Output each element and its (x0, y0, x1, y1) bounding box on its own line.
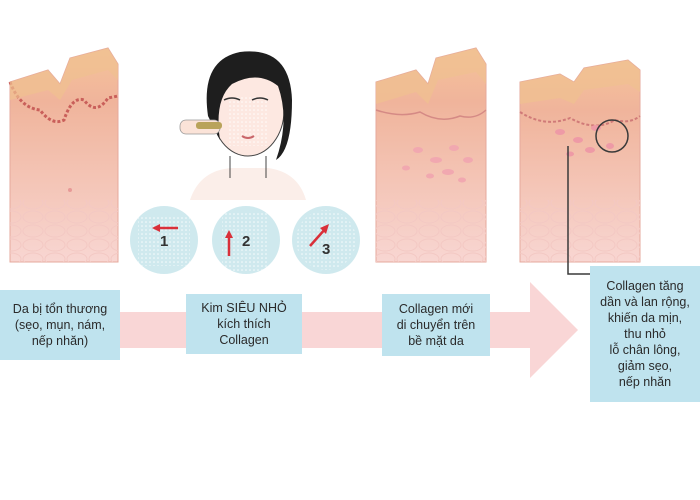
label-collagen-spread: Collagen tăng dần và lan rộng, khiến da … (590, 266, 700, 402)
label-micro-needle-text: Kim SIÊU NHỎ kích thích Collagen (201, 301, 287, 347)
skin-block-collagen-spread (519, 59, 641, 275)
step-number-2: 2 (242, 233, 250, 250)
step-circle-3 (292, 206, 360, 274)
step-circle-2 (212, 206, 280, 274)
label-new-collagen: Collagen mới di chuyển trên bề mặt da (382, 294, 490, 356)
label-micro-needle: Kim SIÊU NHỎ kích thích Collagen (186, 294, 302, 354)
label-damaged-skin-text: Da bị tổn thương (sẹo, mụn, nám, nếp nhă… (12, 302, 108, 348)
label-collagen-spread-text: Collagen tăng dần và lan rộng, khiến da … (600, 279, 690, 389)
step-number-1: 1 (160, 233, 168, 250)
step-number-3: 3 (322, 241, 330, 258)
label-new-collagen-text: Collagen mới di chuyển trên bề mặt da (396, 302, 476, 348)
face-illustration (179, 51, 306, 200)
skin-block-damaged (8, 47, 119, 263)
skin-block-collagen-moving (375, 47, 487, 263)
label-damaged-skin: Da bị tổn thương (sẹo, mụn, nám, nếp nhă… (0, 290, 120, 360)
step-circle-1 (130, 206, 198, 274)
